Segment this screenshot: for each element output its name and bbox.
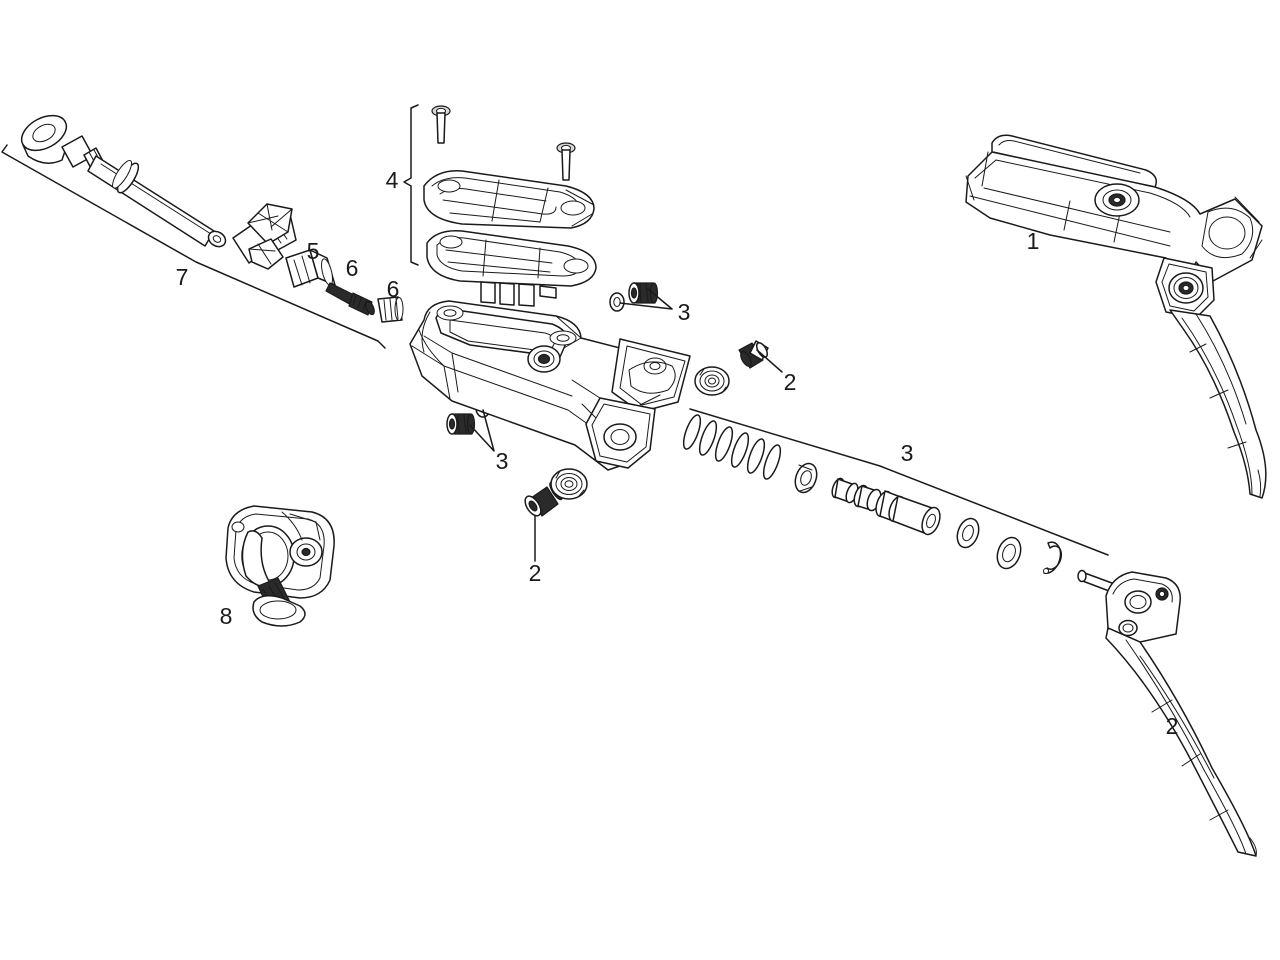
piston-snap-ring	[1043, 541, 1063, 574]
part-bleed-port-kit-upper	[609, 282, 659, 312]
piston-cup-seal	[794, 462, 818, 494]
part-reservoir-cover-kit	[423, 105, 597, 307]
reservoir-cover-bolt-b	[556, 142, 576, 181]
part-lever-body-assembly	[965, 134, 1267, 499]
callout-label-6a: 6	[346, 255, 359, 281]
part-pivot-bushing-upper	[694, 366, 730, 396]
part-master-cylinder-body	[409, 300, 691, 471]
callout-label-1: 1	[1027, 228, 1040, 254]
part-master-cylinder-piston-kit	[682, 414, 1063, 574]
part-lever-blade	[1077, 569, 1257, 857]
part-handlebar-clamp	[225, 505, 335, 627]
callout-label-3a: 3	[678, 299, 691, 325]
part-compression-nut	[285, 249, 336, 288]
callout-leader-3c	[689, 408, 1109, 556]
part-hydraulic-hose-assembly	[20, 114, 297, 270]
callout-label-2b: 2	[529, 560, 542, 586]
part-compression-olive	[377, 296, 404, 323]
callout-label-8: 8	[220, 603, 233, 629]
callout-label-2a: 2	[784, 369, 797, 395]
piston-seal-ring	[956, 517, 980, 549]
reservoir-diaphragm	[426, 230, 597, 307]
callout-label-3c: 3	[901, 440, 914, 466]
part-hose-barb	[325, 282, 375, 316]
part-pivot-bushing-lower	[550, 468, 588, 500]
callout-leader-2a	[756, 349, 783, 373]
callout-leader-4	[403, 104, 419, 266]
callout-label-7: 7	[176, 264, 189, 290]
piston-washer	[996, 536, 1022, 570]
callout-label-6b: 6	[387, 276, 400, 302]
piston-assembly	[831, 477, 941, 536]
piston-return-spring	[682, 414, 782, 480]
callout-label-4: 4	[386, 167, 399, 193]
callout-label-5: 5	[307, 238, 320, 264]
reservoir-cover	[423, 170, 595, 229]
callout-label-3b: 3	[496, 448, 509, 474]
callout-label-2c: 2	[1166, 713, 1179, 739]
callout-leader-3b	[469, 409, 495, 452]
reservoir-cover-bolt-a	[431, 105, 451, 144]
callout-leader-7	[1, 144, 386, 349]
callout-leader-3a	[619, 288, 673, 310]
